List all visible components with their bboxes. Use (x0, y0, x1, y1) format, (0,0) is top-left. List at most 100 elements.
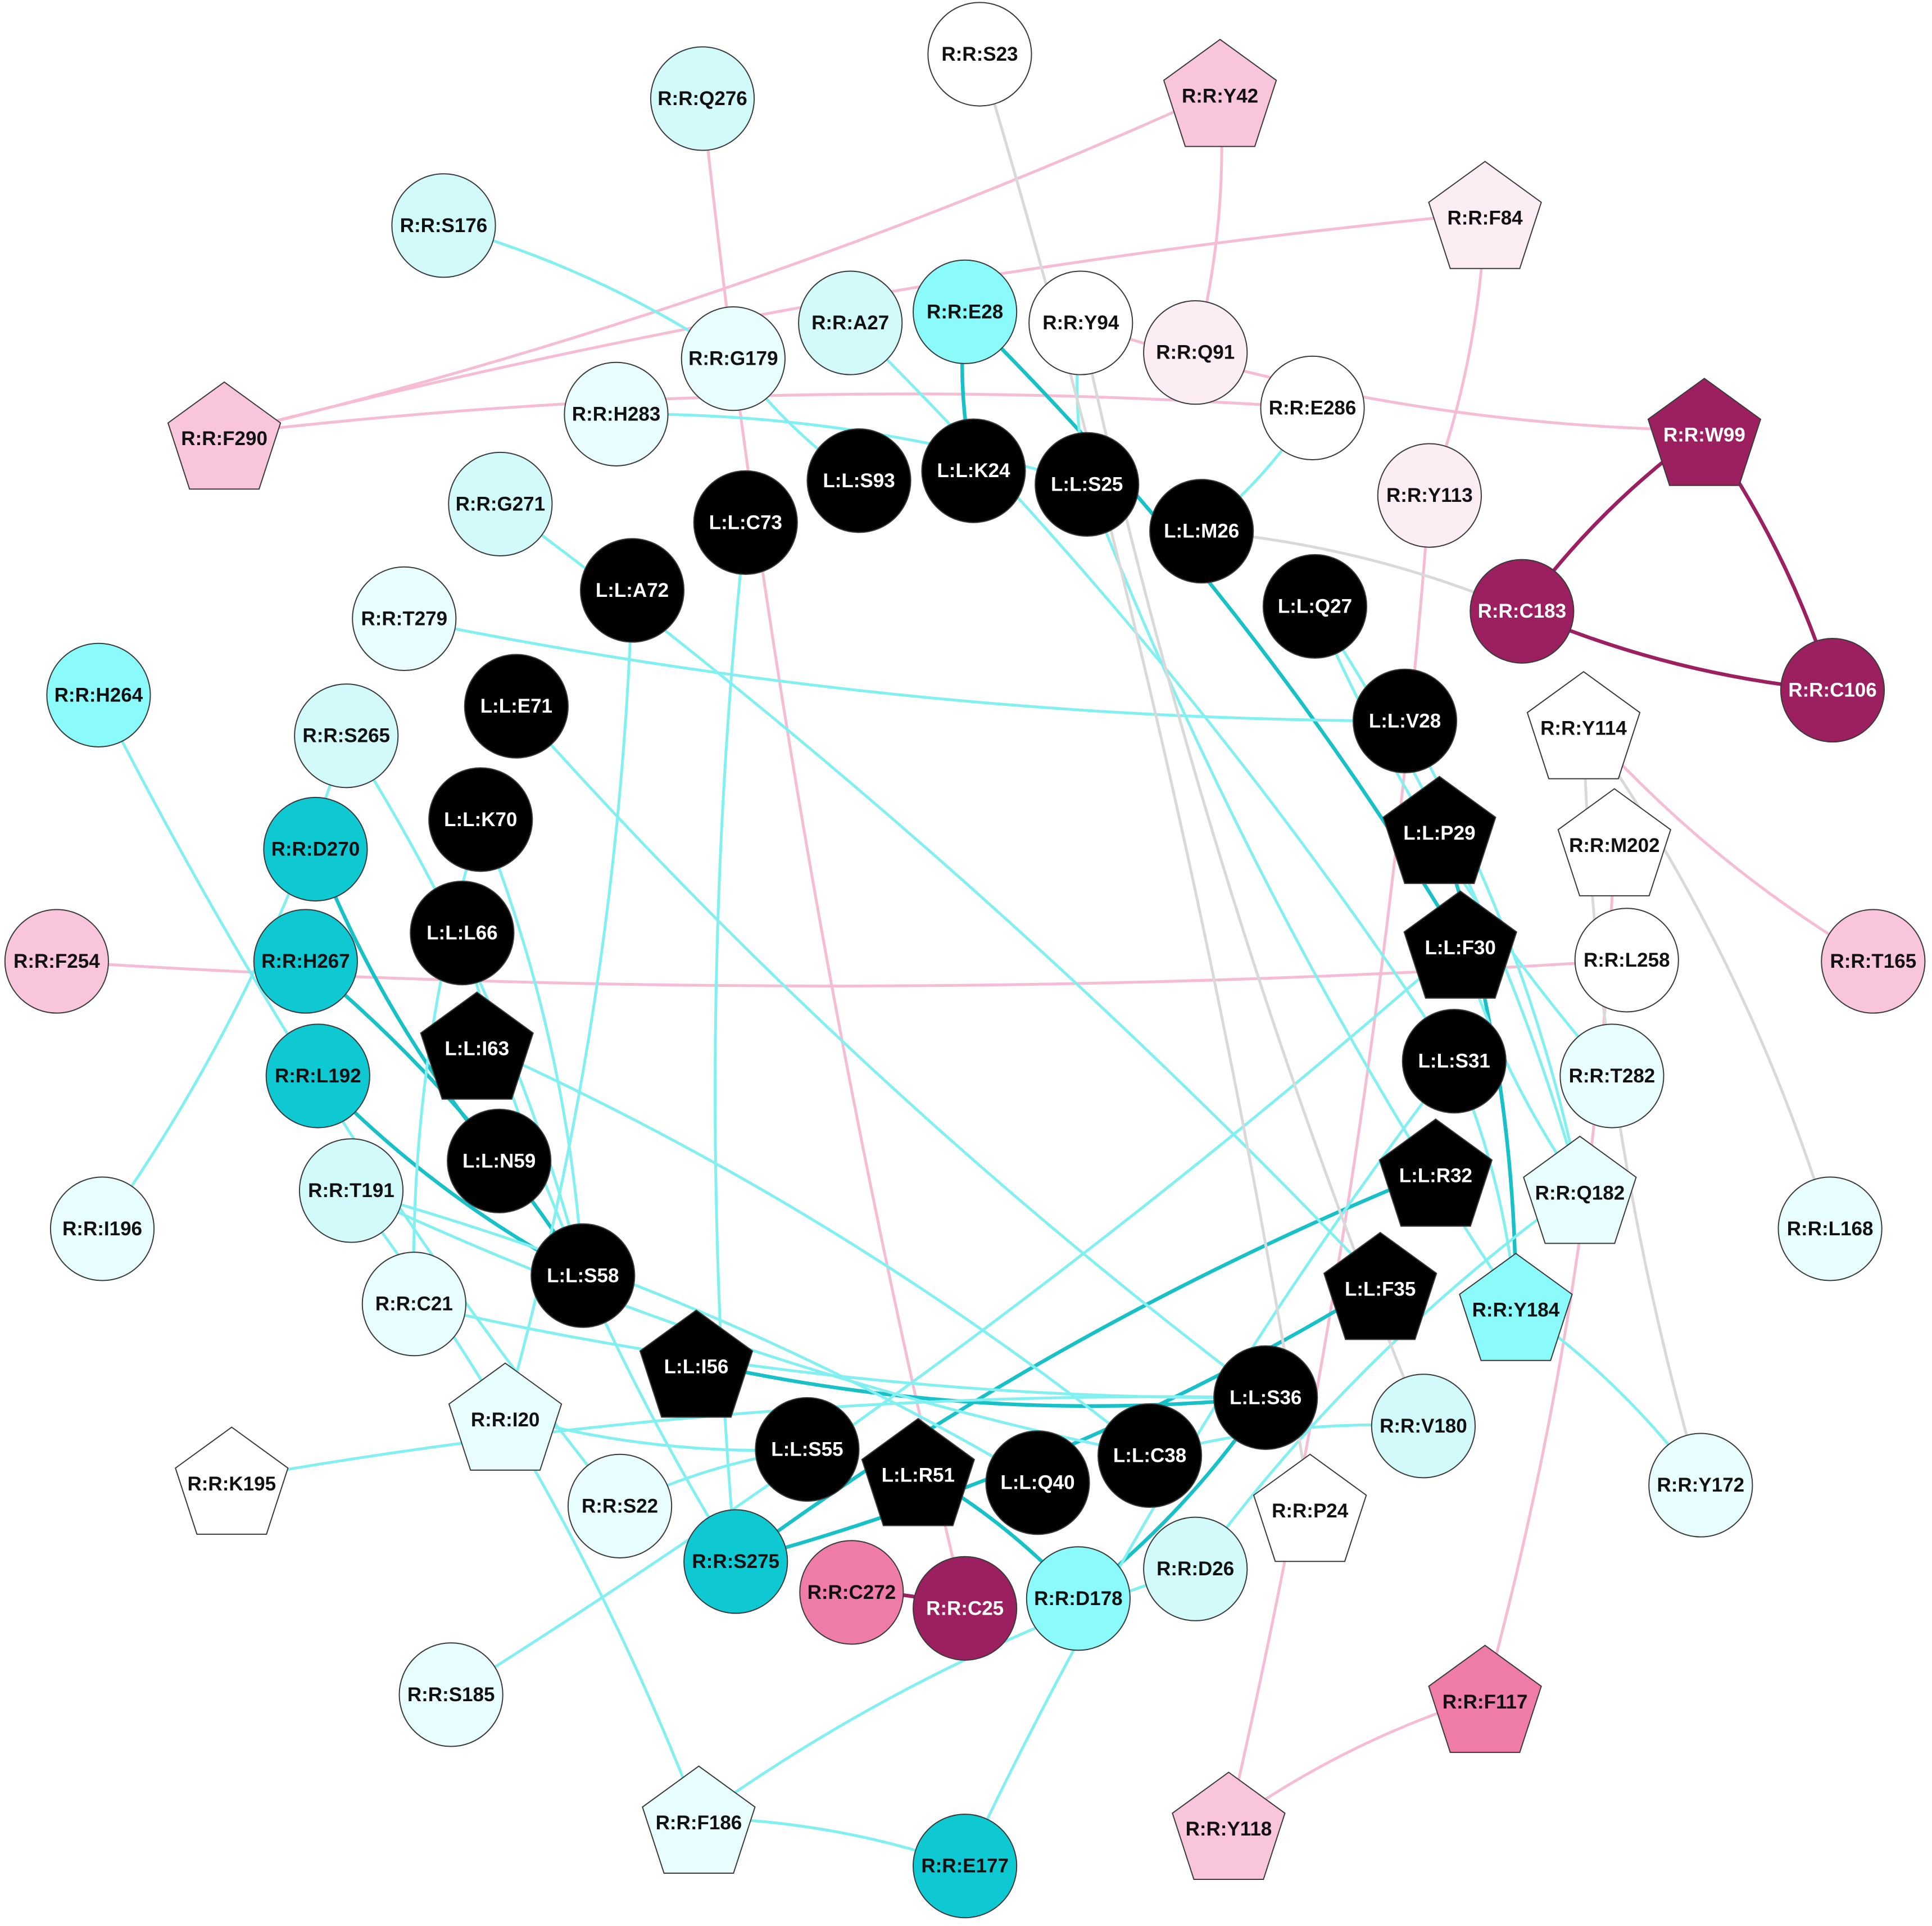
node-l-l-k70[interactable]: L:L:K70 (428, 767, 533, 872)
node-r-r-g179[interactable]: R:R:G179 (681, 306, 786, 411)
node-r-r-c272[interactable]: R:R:C272 (799, 1540, 904, 1645)
node-label: R:R:H264 (55, 684, 143, 706)
node-l-l-c38[interactable]: L:L:C38 (1097, 1403, 1203, 1508)
edge-r-r-h267-l-l-s58 (303, 959, 585, 1277)
node-r-r-l192[interactable]: R:R:L192 (265, 1023, 370, 1129)
node-r-r-f84[interactable]: R:R:F84 (1428, 161, 1542, 269)
node-r-r-p24[interactable]: R:R:P24 (1253, 1453, 1367, 1562)
circle-node-shape (693, 470, 798, 575)
edge-r-r-k195-l-l-s36 (230, 1395, 1267, 1481)
node-r-r-e286[interactable]: R:R:E286 (1260, 355, 1365, 460)
node-l-l-a72[interactable]: L:L:A72 (579, 538, 685, 643)
circle-node-shape (913, 259, 1018, 364)
node-l-l-c73[interactable]: L:L:C73 (693, 470, 798, 575)
edge-l-l-k70-l-l-s58 (479, 818, 584, 1277)
node-r-r-q91[interactable]: R:R:Q91 (1143, 300, 1248, 405)
node-l-l-q27[interactable]: L:L:Q27 (1262, 554, 1368, 659)
node-l-l-v28[interactable]: L:L:V28 (1352, 668, 1458, 774)
node-r-r-q182[interactable]: R:R:Q182 (1523, 1135, 1637, 1244)
node-r-r-d178[interactable]: R:R:D178 (1026, 1546, 1131, 1651)
node-l-l-n59[interactable]: L:L:N59 (447, 1108, 552, 1213)
node-r-r-c106[interactable]: R:R:C106 (1780, 637, 1885, 743)
node-l-l-q40[interactable]: L:L:Q40 (985, 1430, 1090, 1535)
node-l-l-s93[interactable]: L:L:S93 (806, 428, 911, 533)
node-r-r-e177[interactable]: R:R:E177 (913, 1814, 1018, 1919)
node-r-r-t279[interactable]: R:R:T279 (352, 566, 457, 671)
node-l-l-i63[interactable]: L:L:I63 (420, 991, 534, 1100)
node-r-r-s22[interactable]: R:R:S22 (567, 1453, 673, 1558)
node-l-l-p29[interactable]: L:L:P29 (1382, 776, 1496, 884)
node-r-r-y113[interactable]: R:R:Y113 (1377, 443, 1482, 548)
node-r-r-s185[interactable]: R:R:S185 (398, 1642, 504, 1747)
node-r-r-d26[interactable]: R:R:D26 (1143, 1516, 1248, 1621)
circle-node-shape (1149, 479, 1254, 584)
node-r-r-t191[interactable]: R:R:T191 (298, 1138, 404, 1243)
node-r-r-f254[interactable]: R:R:F254 (4, 909, 109, 1014)
node-r-r-h267[interactable]: R:R:H267 (253, 909, 358, 1014)
node-l-l-s36[interactable]: L:L:S36 (1213, 1345, 1318, 1450)
node-r-r-q276[interactable]: R:R:Q276 (650, 46, 755, 151)
node-l-l-l66[interactable]: L:L:L66 (410, 880, 515, 986)
node-r-r-l258[interactable]: R:R:L258 (1574, 908, 1679, 1013)
node-r-r-l168[interactable]: R:R:L168 (1777, 1176, 1883, 1281)
node-label: R:R:G179 (688, 348, 778, 370)
node-label: R:R:F117 (1443, 1691, 1528, 1713)
node-r-r-y114[interactable]: R:R:Y114 (1526, 670, 1641, 780)
node-r-r-a27[interactable]: R:R:A27 (798, 270, 903, 375)
node-l-l-e71[interactable]: L:L:E71 (464, 654, 569, 759)
node-r-r-s275[interactable]: R:R:S275 (683, 1509, 788, 1614)
node-r-r-m202[interactable]: R:R:M202 (1557, 788, 1672, 896)
node-r-r-f290[interactable]: R:R:F290 (167, 381, 282, 490)
node-r-r-y172[interactable]: R:R:Y172 (1648, 1433, 1753, 1538)
node-label: R:R:L258 (1584, 949, 1670, 971)
node-l-l-s58[interactable]: L:L:S58 (530, 1223, 636, 1328)
node-r-r-t165[interactable]: R:R:T165 (1821, 909, 1926, 1014)
node-r-r-e28[interactable]: R:R:E28 (913, 259, 1018, 364)
node-r-r-h264[interactable]: R:R:H264 (46, 642, 151, 747)
circle-node-shape (46, 642, 151, 747)
pentagon-node-shape (175, 1426, 289, 1535)
node-label: R:R:Q276 (657, 88, 747, 110)
node-r-r-t282[interactable]: R:R:T282 (1559, 1023, 1665, 1129)
node-r-r-c183[interactable]: R:R:C183 (1470, 559, 1575, 664)
pentagon-node-shape (1403, 890, 1517, 999)
node-r-r-k195[interactable]: R:R:K195 (175, 1426, 289, 1535)
circle-node-shape (927, 2, 1032, 107)
node-r-r-c21[interactable]: R:R:C21 (361, 1252, 466, 1357)
node-label: L:L:S55 (771, 1438, 843, 1460)
node-r-r-d270[interactable]: R:R:D270 (263, 796, 368, 902)
node-r-r-v180[interactable]: R:R:V180 (1371, 1374, 1476, 1479)
node-label: R:R:S265 (302, 725, 390, 747)
node-r-r-w99[interactable]: R:R:W99 (1647, 378, 1762, 486)
node-l-l-s31[interactable]: L:L:S31 (1402, 1009, 1507, 1114)
node-l-l-f30[interactable]: L:L:F30 (1403, 890, 1517, 999)
node-r-r-y42[interactable]: R:R:Y42 (1163, 38, 1277, 147)
node-r-r-f186[interactable]: R:R:F186 (642, 1765, 756, 1874)
node-r-r-i196[interactable]: R:R:I196 (49, 1176, 155, 1281)
node-l-l-m26[interactable]: L:L:M26 (1149, 479, 1254, 584)
node-l-l-r51[interactable]: L:L:R51 (861, 1417, 976, 1526)
circle-node-shape (4, 909, 109, 1014)
node-r-r-c25[interactable]: R:R:C25 (913, 1556, 1018, 1661)
node-l-l-i56[interactable]: L:L:I56 (639, 1309, 754, 1418)
node-r-r-s265[interactable]: R:R:S265 (294, 683, 399, 788)
node-r-r-h283[interactable]: R:R:H283 (564, 361, 669, 466)
node-r-r-g271[interactable]: R:R:G271 (448, 451, 553, 557)
node-r-r-s23[interactable]: R:R:S23 (927, 2, 1032, 107)
node-l-l-k24[interactable]: L:L:K24 (921, 418, 1026, 523)
node-l-l-f35[interactable]: L:L:F35 (1323, 1231, 1437, 1340)
node-r-r-y184[interactable]: R:R:Y184 (1459, 1253, 1573, 1361)
node-r-r-i20[interactable]: R:R:I20 (448, 1362, 563, 1471)
pentagon-node-shape (1557, 788, 1672, 896)
node-r-r-f117[interactable]: R:R:F117 (1428, 1644, 1542, 1753)
pentagon-node-shape (1647, 378, 1762, 486)
node-l-l-r32[interactable]: L:L:R32 (1378, 1118, 1493, 1227)
node-l-l-s55[interactable]: L:L:S55 (755, 1397, 860, 1502)
node-r-r-s176[interactable]: R:R:S176 (391, 173, 496, 278)
node-r-r-y94[interactable]: R:R:Y94 (1028, 270, 1133, 375)
pentagon-node-shape (1526, 670, 1641, 780)
node-l-l-s25[interactable]: L:L:S25 (1035, 432, 1140, 537)
node-r-r-y118[interactable]: R:R:Y118 (1172, 1771, 1286, 1880)
circle-node-shape (298, 1138, 404, 1243)
circle-node-shape (398, 1642, 504, 1747)
